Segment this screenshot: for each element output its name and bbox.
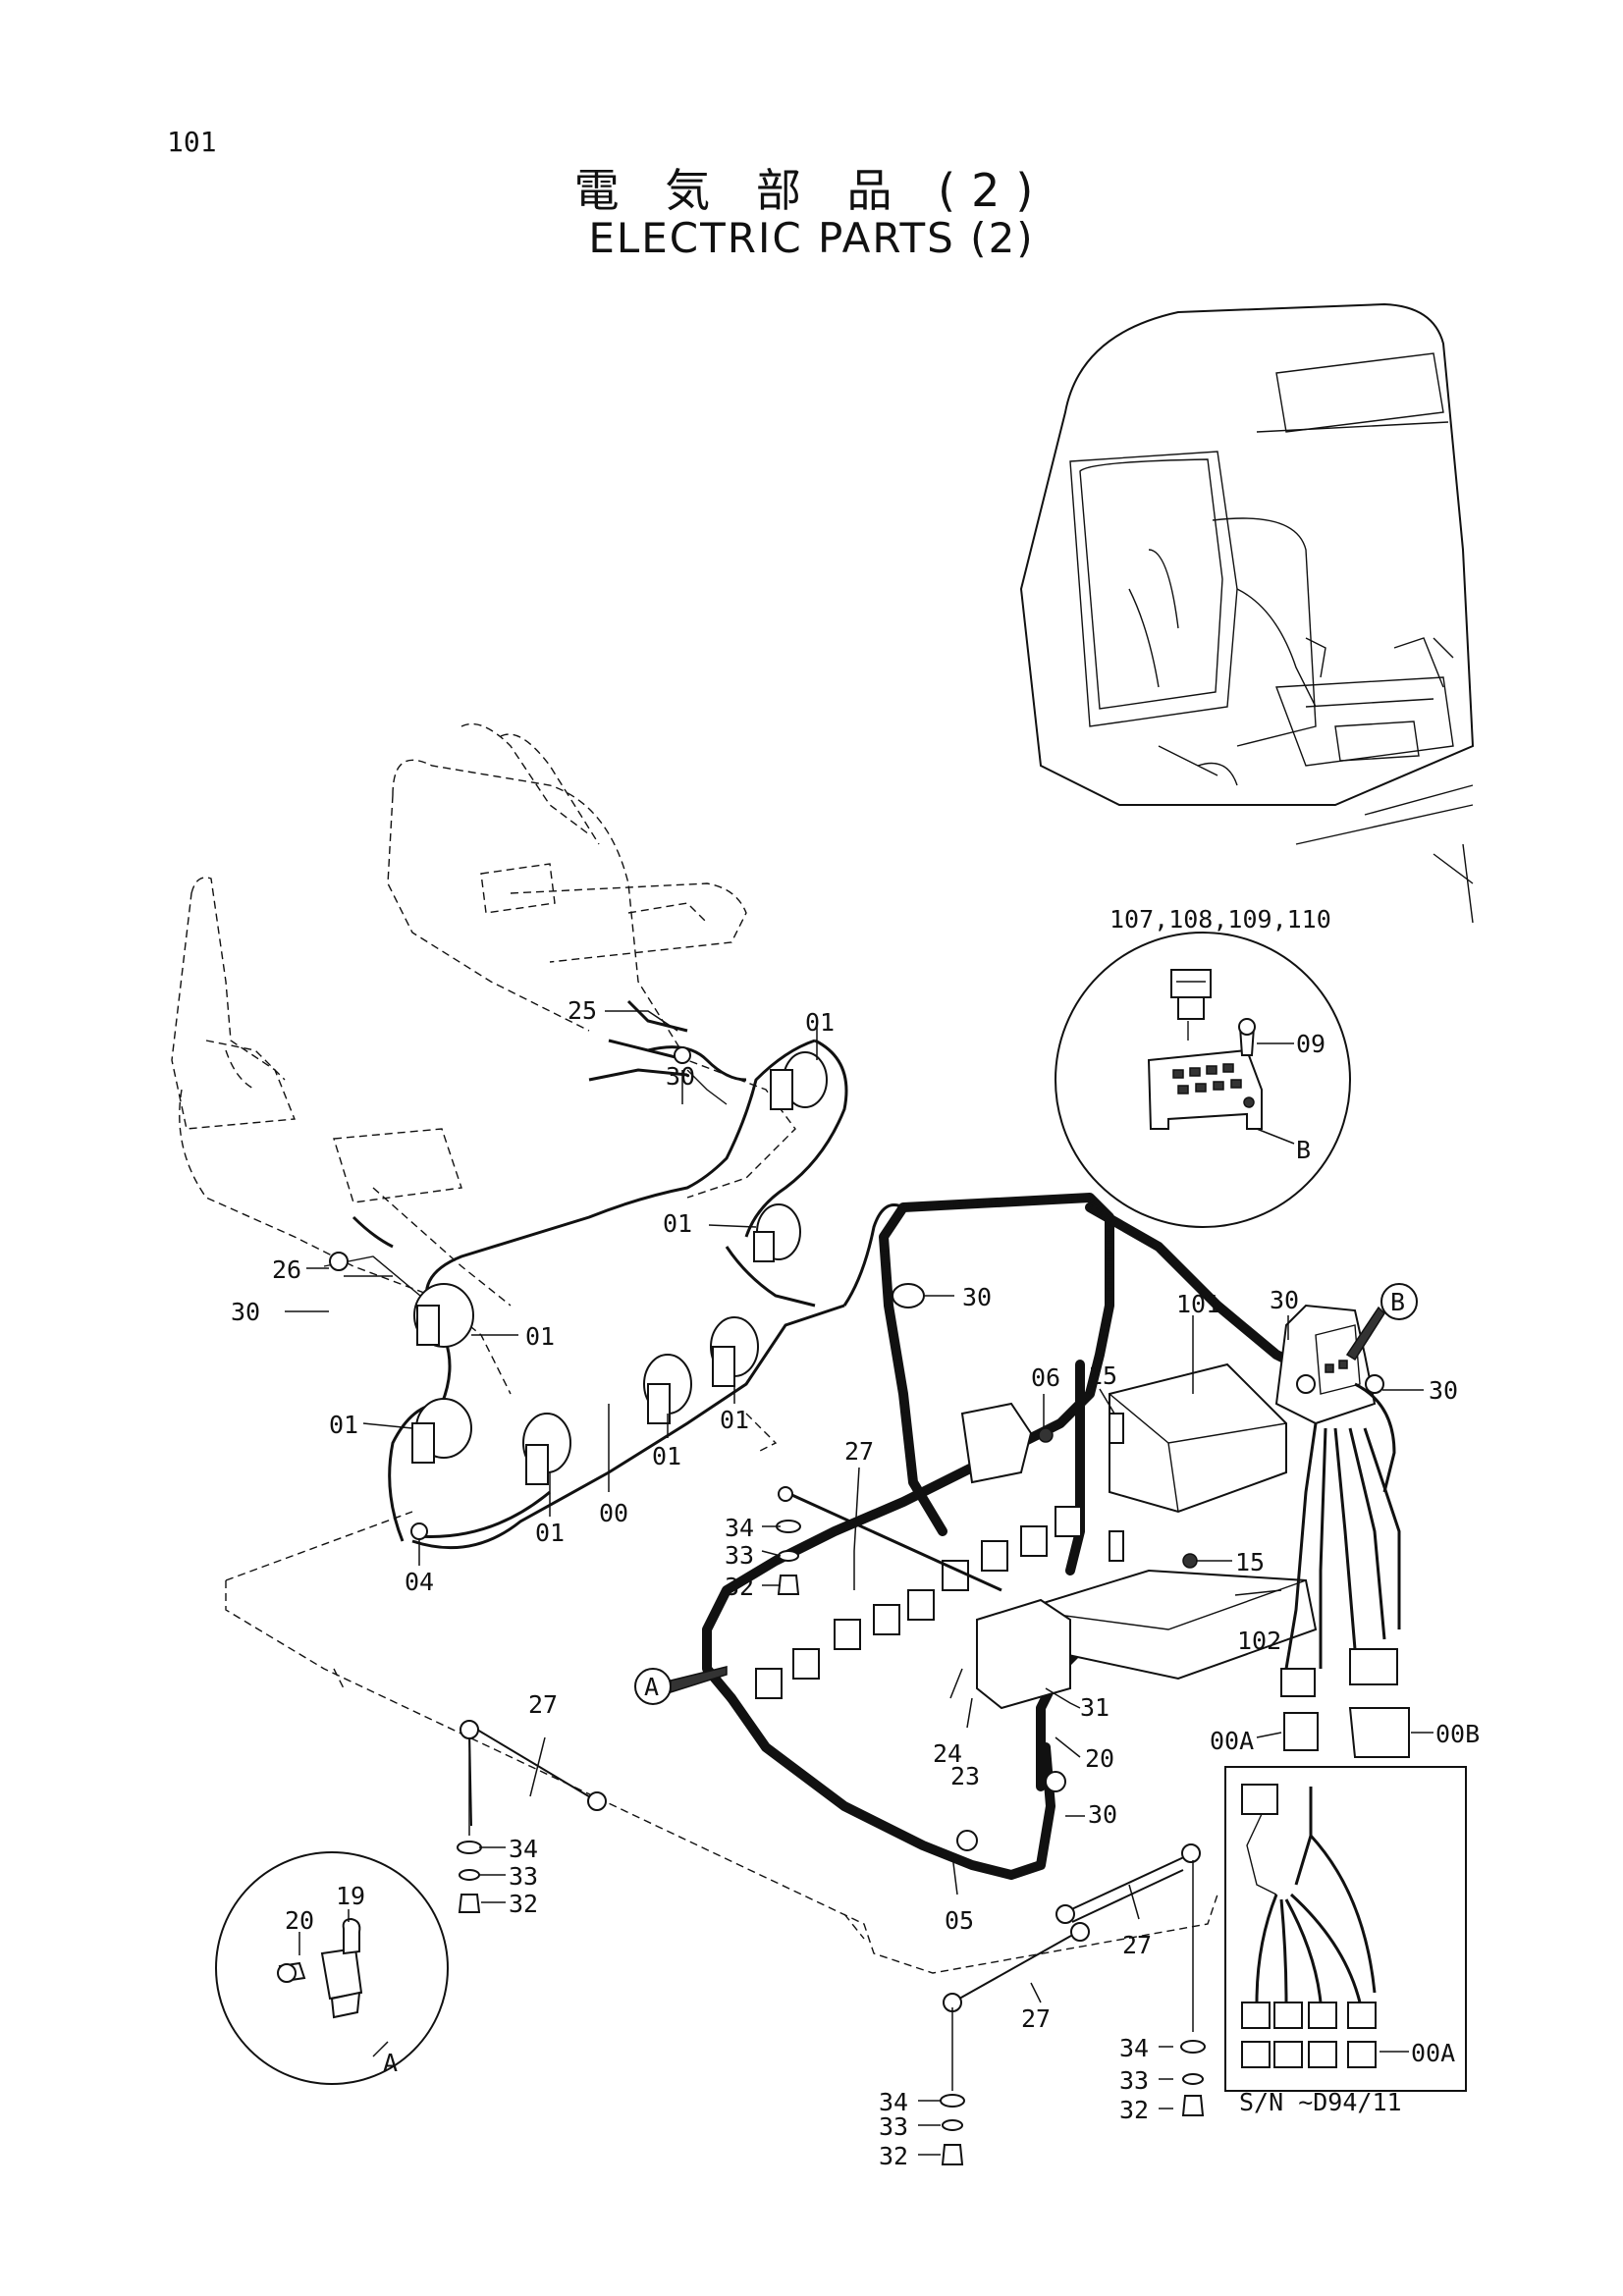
- callout-labels: 25 01 30 01 30 26 30 01 01 04 01 00 01 0…: [231, 996, 1480, 2170]
- callout-01: 01: [525, 1322, 555, 1351]
- controller-units: [960, 1362, 1318, 1710]
- callout-01: 01: [805, 1008, 835, 1037]
- callout-04: 04: [405, 1568, 434, 1596]
- detail-a-view-letter: A: [383, 2049, 398, 2077]
- callout-31: 31: [1080, 1693, 1109, 1722]
- callout-101: 101: [1176, 1290, 1220, 1318]
- callout-34: 34: [725, 1514, 754, 1542]
- detail-b-parts-label: 107,108,109,110: [1109, 905, 1331, 934]
- detail-a-relay: 20 19 A: [215, 1851, 449, 2085]
- callout-01: 01: [535, 1519, 565, 1547]
- callout-00B: 00B: [1435, 1720, 1480, 1748]
- callout-32: 32: [725, 1573, 754, 1601]
- callout-26: 26: [272, 1255, 301, 1284]
- callout-24: 24: [933, 1739, 962, 1768]
- callout-33: 33: [725, 1541, 754, 1570]
- callout-15: 15: [1235, 1548, 1265, 1576]
- callout-01: 01: [720, 1406, 749, 1434]
- callout-23: 23: [950, 1762, 980, 1790]
- callout-34: 34: [879, 2088, 908, 2116]
- callout-27: 27: [1021, 2004, 1051, 2033]
- callout-32: 32: [1119, 2096, 1149, 2124]
- serial-note: S/N ~D94/11: [1239, 2088, 1402, 2116]
- callout-27: 27: [1122, 1931, 1152, 1959]
- callout-32: 32: [879, 2142, 908, 2170]
- marker-a-letter: A: [644, 1673, 659, 1701]
- relay-box-06: [960, 1402, 1033, 1484]
- callout-leaders: [285, 1010, 1434, 2156]
- callout-34: 34: [1119, 2034, 1149, 2062]
- callout-25: 25: [568, 996, 597, 1025]
- callout-00: 00: [599, 1499, 628, 1527]
- page-title-english: ELECTRIC PARTS (2): [588, 214, 1035, 262]
- callout-32: 32: [509, 1890, 538, 1918]
- floor-plate-outline: [225, 1413, 1218, 1974]
- callout-33: 33: [1119, 2066, 1149, 2095]
- callout-20: 20: [1085, 1744, 1114, 1773]
- callout-30: 30: [666, 1062, 695, 1091]
- page-title-japanese: 電 気 部 品 (2): [573, 164, 1050, 217]
- callout-34: 34: [509, 1835, 538, 1863]
- callout-30: 30: [962, 1283, 992, 1311]
- callout-09: 09: [1296, 1030, 1325, 1058]
- view-markers: A B: [634, 1283, 1418, 1705]
- callout-27: 27: [844, 1437, 874, 1466]
- callout-102: 102: [1237, 1627, 1281, 1655]
- detail-a-callout-19: 19: [336, 1882, 365, 1910]
- clamps: [329, 1046, 1066, 1851]
- callout-30: 30: [1429, 1376, 1458, 1405]
- callout-06: 06: [1031, 1363, 1060, 1392]
- callout-01: 01: [663, 1209, 692, 1238]
- callout-05: 05: [945, 1906, 974, 1935]
- callout-33: 33: [879, 2112, 908, 2141]
- harness-connectors: [755, 1506, 1082, 1699]
- relay-box-23: [976, 1598, 1071, 1710]
- callout-30: 30: [1088, 1800, 1117, 1829]
- callout-01: 01: [329, 1411, 358, 1439]
- callout-30: 30: [231, 1298, 260, 1326]
- detail-a-callout-20: 20: [285, 1906, 314, 1935]
- marker-b-letter: B: [1390, 1288, 1405, 1316]
- detail-b-fuse-block: 107,108,109,110 09 B: [1055, 905, 1351, 1228]
- fuse-bracket-area: [1274, 1304, 1410, 1758]
- callout-00A: 00A: [1210, 1727, 1254, 1755]
- callout-33: 33: [509, 1862, 538, 1891]
- operator-cab-illustration: [1019, 302, 1475, 924]
- callout-30: 30: [1270, 1286, 1299, 1314]
- page-number: 101: [167, 126, 217, 158]
- detail-serial-box: 00A S/N ~D94/11: [1224, 1766, 1467, 2116]
- detail-serial-callout-00A: 00A: [1411, 2039, 1455, 2067]
- detail-b-view-letter: B: [1296, 1136, 1311, 1164]
- callout-15: 15: [1088, 1362, 1117, 1390]
- left-console-outlines: [171, 722, 796, 1395]
- callout-27: 27: [528, 1690, 558, 1719]
- callout-01: 01: [652, 1442, 681, 1470]
- ground-straps: [457, 1486, 1206, 2165]
